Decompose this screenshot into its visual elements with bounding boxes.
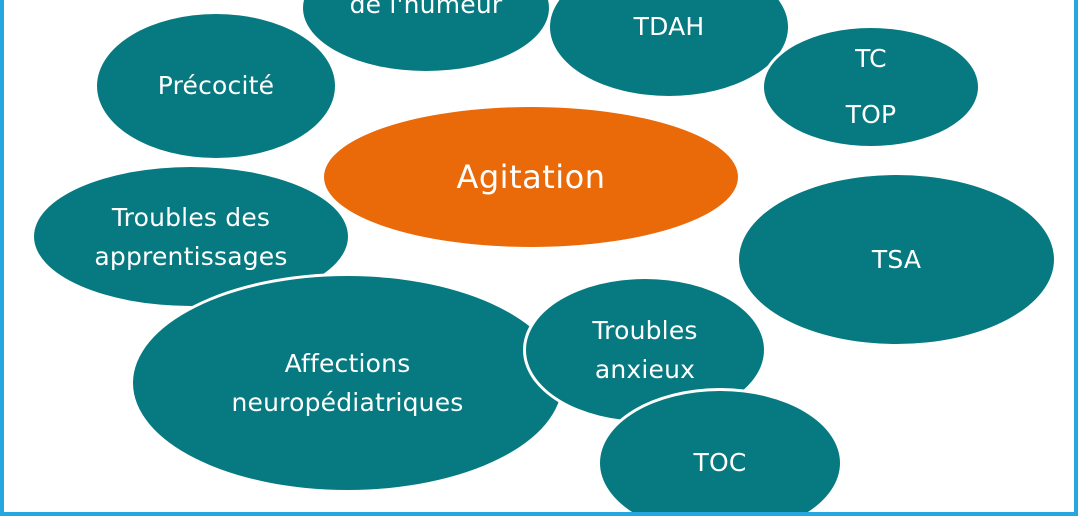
node-label: Précocité <box>157 71 275 100</box>
node-label: TSA <box>871 244 922 274</box>
node-label-line-2: anxieux <box>594 355 696 384</box>
node-toc: TOC <box>597 388 843 512</box>
node-label-line-2: apprentissages <box>94 241 288 271</box>
node-label: TOC <box>693 448 747 477</box>
node-tsa: TSA <box>736 172 1057 347</box>
center-label: Agitation <box>456 158 606 196</box>
node-troubles-humeur: de l'humeur <box>300 0 552 74</box>
node-troubles-apprentissages: Troubles des apprentissages <box>31 164 351 309</box>
node-label: TDAH <box>633 12 705 41</box>
node-label-line-2: TOP <box>845 100 897 129</box>
node-label-line-1: TC <box>855 44 887 73</box>
center-node-agitation: Agitation <box>321 104 741 250</box>
node-label-line-2: neuropédiatriques <box>231 388 464 417</box>
node-label-line-1: Troubles <box>592 316 698 345</box>
node-label-line-1: Affections <box>284 349 411 378</box>
node-tc-top: TC TOP <box>761 25 981 149</box>
node-affections-neuropediatriques: Affections neuropédiatriques <box>130 273 565 493</box>
node-tdah: TDAH <box>547 0 791 99</box>
node-precocite: Précocité <box>94 11 338 161</box>
node-label: de l'humeur <box>349 0 503 19</box>
node-label-line-1: Troubles des <box>111 202 271 232</box>
